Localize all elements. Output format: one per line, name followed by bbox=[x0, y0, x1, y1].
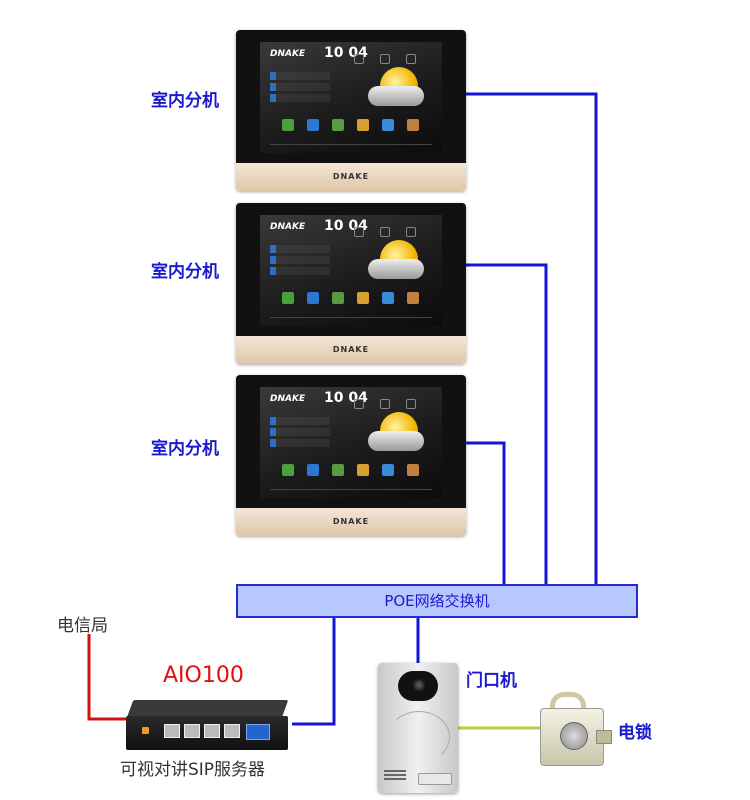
screen-brand: DNAKE bbox=[270, 394, 306, 404]
wan-port-icon bbox=[246, 724, 270, 740]
wire-monitor-2 bbox=[466, 263, 548, 584]
weather-cloud-icon bbox=[368, 259, 424, 279]
monitor-label: 室内分机 bbox=[151, 262, 219, 282]
status-icons bbox=[354, 222, 434, 237]
monitor-label: 室内分机 bbox=[151, 91, 219, 111]
ethernet-port-icon bbox=[224, 724, 240, 738]
lock-knob-icon bbox=[560, 722, 588, 750]
wire-monitor-3 bbox=[466, 441, 506, 584]
indoor-monitor: DNAKE 10 04 DNAKE bbox=[236, 375, 466, 536]
weather-cloud-icon bbox=[368, 86, 424, 106]
screen-time: 10 04 bbox=[324, 45, 368, 61]
camera-icon bbox=[398, 671, 438, 701]
lock-label: 电锁 bbox=[618, 723, 652, 743]
wire-monitor-1 bbox=[466, 92, 598, 584]
poe-switch: POE网络交换机 bbox=[236, 584, 638, 618]
door-station-device bbox=[378, 663, 458, 793]
chin-brand: DNAKE bbox=[236, 336, 466, 364]
monitor-label: 室内分机 bbox=[151, 439, 219, 459]
monitor-screen: DNAKE 10 04 bbox=[260, 215, 442, 326]
weather-cloud-icon bbox=[368, 431, 424, 451]
message-list bbox=[270, 245, 330, 278]
ethernet-port-icon bbox=[184, 724, 200, 738]
server-model: AIO100 bbox=[163, 663, 244, 688]
wire-switch-server bbox=[292, 618, 336, 726]
nav-bar bbox=[270, 489, 432, 494]
monitor-screen: DNAKE 10 04 bbox=[260, 42, 442, 153]
wire-telecom bbox=[87, 634, 126, 721]
message-list bbox=[270, 72, 330, 105]
indoor-monitor: DNAKE 10 04 DNAKE bbox=[236, 203, 466, 364]
electric-lock-device bbox=[540, 688, 612, 770]
screen-time: 10 04 bbox=[324, 390, 368, 406]
app-icons bbox=[282, 116, 432, 132]
nav-bar bbox=[270, 317, 432, 322]
monitor-screen: DNAKE 10 04 bbox=[260, 387, 442, 498]
server-caption: 可视对讲SIP服务器 bbox=[120, 760, 266, 780]
chin-brand: DNAKE bbox=[236, 508, 466, 536]
door-station-label: 门口机 bbox=[466, 671, 517, 691]
chin-brand: DNAKE bbox=[236, 163, 466, 191]
sip-server-device bbox=[122, 700, 292, 754]
telecom-label: 电信局 bbox=[57, 616, 108, 636]
screen-time: 10 04 bbox=[324, 218, 368, 234]
screen-brand: DNAKE bbox=[270, 49, 306, 59]
power-port-icon bbox=[142, 727, 149, 734]
app-icons bbox=[282, 289, 432, 305]
speaker-grill-icon bbox=[384, 770, 406, 784]
call-button bbox=[418, 773, 452, 785]
indoor-monitor: DNAKE 10 04 DNAKE bbox=[236, 30, 466, 191]
app-icons bbox=[282, 461, 432, 477]
status-icons bbox=[354, 49, 434, 64]
status-icons bbox=[354, 394, 434, 409]
nav-bar bbox=[270, 144, 432, 149]
screen-brand: DNAKE bbox=[270, 222, 306, 232]
ethernet-port-icon bbox=[204, 724, 220, 738]
ethernet-port-icon bbox=[164, 724, 180, 738]
message-list bbox=[270, 417, 330, 450]
